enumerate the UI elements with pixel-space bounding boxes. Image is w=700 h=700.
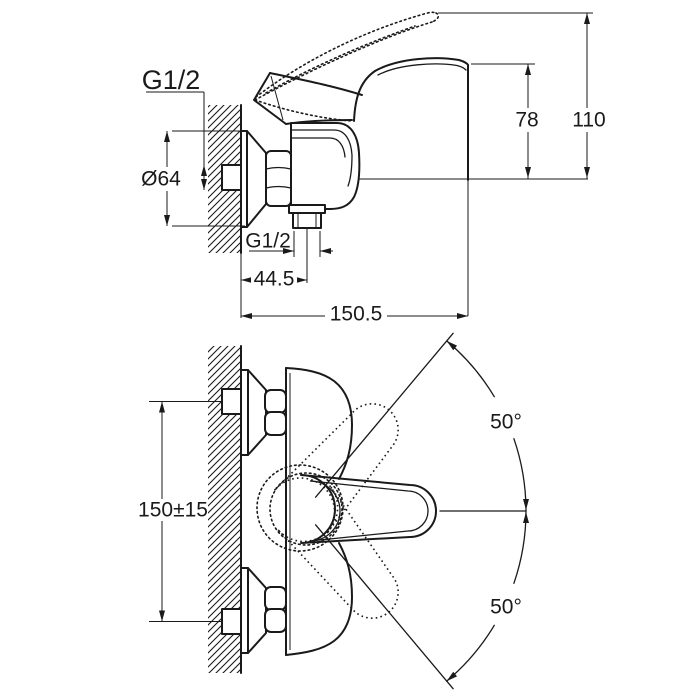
overall-height-label: 110 xyxy=(572,109,605,132)
upper-escutcheon-cone xyxy=(247,369,267,456)
dimension-wall-to-outlet: 44.5 xyxy=(241,229,308,291)
arc-segment-middle xyxy=(513,438,527,584)
label-background xyxy=(486,596,526,618)
dimension-connection-spacing: 150±15 xyxy=(138,401,222,622)
swing-angle-down-label: 50° xyxy=(490,596,522,619)
arrowhead xyxy=(320,248,331,254)
label-background xyxy=(142,167,180,191)
lever-tip xyxy=(253,72,287,125)
label-background xyxy=(511,108,543,132)
housing-left-edge xyxy=(353,70,376,122)
lever-handle-side xyxy=(253,72,363,125)
arrowhead xyxy=(241,313,252,319)
lever-handle-raised-dotted xyxy=(254,11,440,122)
outlet-pipe-inner-lines xyxy=(297,213,317,228)
flange-extension-lines xyxy=(172,130,245,227)
connection-spacing-label: 150±15 xyxy=(138,499,208,522)
label-background xyxy=(251,269,297,290)
escutcheon-cone xyxy=(246,130,267,228)
dome-shell-line-2 xyxy=(290,137,346,158)
label-background xyxy=(486,411,526,433)
side-view: G1/2 Ø64 G1/2 44.5 xyxy=(141,11,612,326)
valve-body-front xyxy=(285,367,353,656)
upper-escutcheon-plate xyxy=(240,369,249,456)
lower-escutcheon-cone xyxy=(247,567,267,654)
outlet-pipe xyxy=(292,212,322,229)
cartridge-circle-dotted-inner xyxy=(269,472,343,546)
cartridge-circle-dotted-outer xyxy=(256,464,344,552)
dimension-overall-depth: 150.5 xyxy=(241,303,468,326)
arrowhead xyxy=(584,167,590,178)
extension-lines xyxy=(149,401,222,622)
housing-top-edge xyxy=(374,57,469,72)
lower-escutcheon-plate xyxy=(240,567,249,654)
arrowhead xyxy=(159,610,165,622)
dimension-overall-height: 110 xyxy=(438,12,612,179)
body-upper-outline xyxy=(285,367,353,480)
label-background xyxy=(325,304,387,325)
arrowhead xyxy=(201,179,207,190)
raised-lever-tip-cap xyxy=(431,12,440,23)
lever-outline xyxy=(300,474,437,544)
mounting-nut-facets xyxy=(265,166,292,189)
raised-lever-inner-curve xyxy=(265,25,416,94)
arrowhead xyxy=(584,13,590,24)
wall-thread-label: G1/2 xyxy=(142,65,201,95)
body-height-label: 78 xyxy=(515,109,538,132)
swing-boundary-lower xyxy=(314,524,454,690)
arrowhead xyxy=(241,277,252,283)
outlet-collar xyxy=(288,204,326,214)
arrowhead xyxy=(164,131,170,142)
valve-body-dome xyxy=(290,122,361,210)
arrowhead xyxy=(523,499,529,510)
arrowhead xyxy=(164,215,170,226)
wall-pipe-stub xyxy=(221,164,242,191)
arrowhead xyxy=(446,671,458,682)
arrowhead xyxy=(283,248,294,254)
arrowhead xyxy=(159,401,165,413)
dimension-body-height: 78 xyxy=(471,63,543,179)
swing-arc: 50° 50° xyxy=(446,340,529,682)
raised-lever-lower-curve xyxy=(254,21,433,101)
raised-lever-underside-projection xyxy=(254,99,353,122)
outlet-extension-lines xyxy=(293,231,321,257)
dimension-flange-diameter: Ø64 xyxy=(141,130,245,227)
mounting-nut xyxy=(265,150,292,207)
arrowhead xyxy=(525,167,531,178)
arrowhead xyxy=(446,340,458,351)
dome-shell-line-1 xyxy=(290,129,353,187)
label-background xyxy=(139,499,208,521)
lever-rotated-up-dotted xyxy=(273,403,399,535)
upper-nut-band-2 xyxy=(264,411,287,436)
lever-top-edge xyxy=(269,72,363,96)
overall-depth-label: 150.5 xyxy=(330,303,383,326)
label-background xyxy=(566,108,612,132)
arrowhead xyxy=(296,277,307,283)
wall-to-outlet-label: 44.5 xyxy=(254,268,295,291)
outlet-thread-label: G1/2 xyxy=(245,230,291,253)
dimension-wall-thread: G1/2 xyxy=(142,65,207,190)
housing-top-inner-edge xyxy=(377,63,467,76)
lower-pipe-stub xyxy=(221,608,242,635)
flange-diameter-label: Ø64 xyxy=(141,168,181,191)
dimension-outlet-thread: G1/2 xyxy=(245,230,333,257)
lever-inner-outline xyxy=(309,480,429,542)
arrowhead xyxy=(201,165,207,176)
body-lower-outline xyxy=(285,542,353,656)
arrowhead xyxy=(523,512,529,523)
front-view: 150±15 xyxy=(138,332,529,690)
upper-pipe-stub xyxy=(221,388,242,415)
lever-tip-facet xyxy=(270,75,284,121)
upper-nut-band-1 xyxy=(264,389,287,414)
raised-lever-upper-curve xyxy=(255,11,437,98)
lower-nut-band-1 xyxy=(264,586,287,611)
arrowhead xyxy=(457,313,468,319)
arrowhead xyxy=(525,64,531,75)
swing-angle-up-label: 50° xyxy=(490,411,522,434)
lower-nut-band-2 xyxy=(264,608,287,633)
swing-boundary-upper xyxy=(314,332,454,498)
lever-handle-front xyxy=(300,474,437,544)
